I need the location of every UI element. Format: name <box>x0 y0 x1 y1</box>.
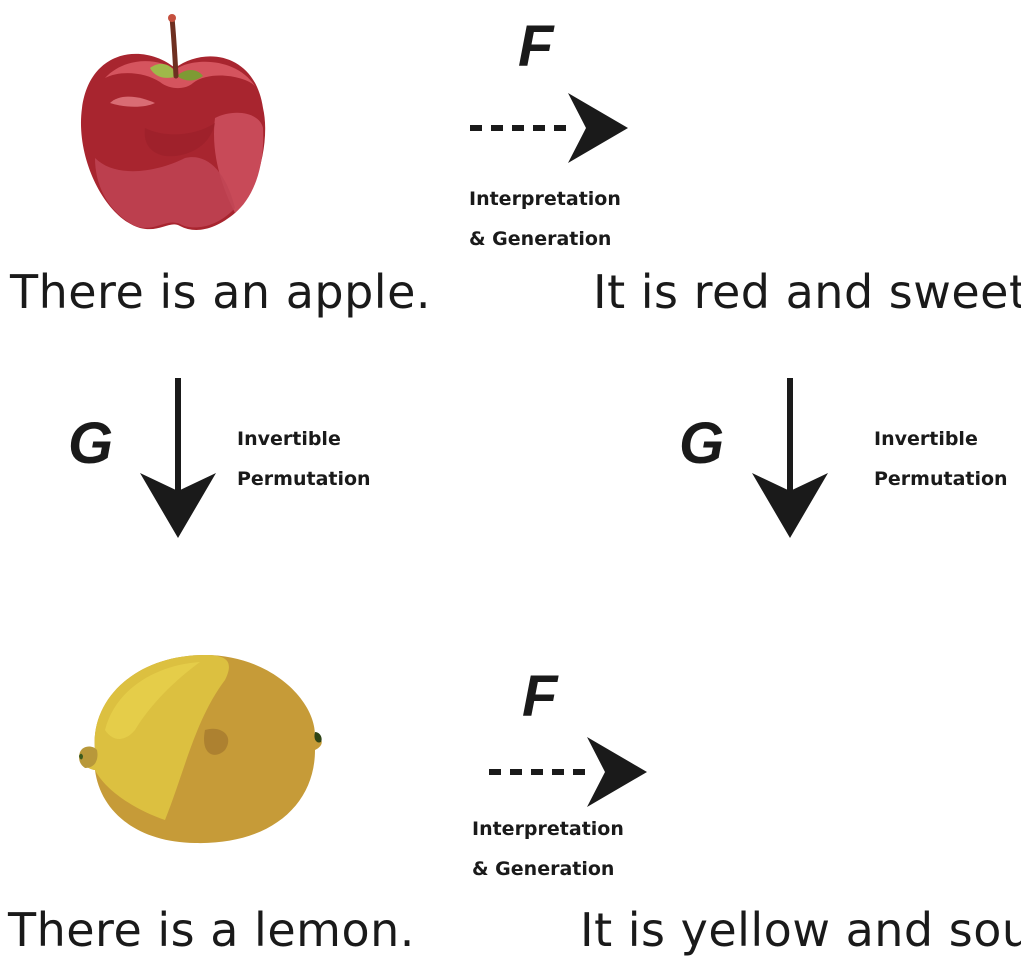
function-g-left: G <box>68 411 114 476</box>
function-g-right: G <box>679 411 725 476</box>
f-label-bottom-line2: & Generation <box>472 858 615 880</box>
apple-interpretation-sentence: It is red and sweet. <box>593 265 1021 319</box>
g-label-left-line2: Permutation <box>237 468 371 490</box>
g-label-right-line1: Invertible <box>874 428 978 450</box>
dashed-right-arrow-bottom <box>489 737 647 807</box>
f-label-top-line1: Interpretation <box>469 188 621 210</box>
g-label-left-line1: Invertible <box>237 428 341 450</box>
f-label-bottom-line1: Interpretation <box>472 818 624 840</box>
g-label-right-line2: Permutation <box>874 468 1008 490</box>
f-label-top-line2: & Generation <box>469 228 612 250</box>
apple-sentence: There is an apple. <box>10 265 432 319</box>
lemon-sentence: There is a lemon. <box>8 903 415 957</box>
apple-image <box>80 14 266 230</box>
lemon-image <box>79 655 322 844</box>
lemon-interpretation-sentence: It is yellow and sour. <box>580 903 1021 957</box>
down-arrow-right <box>752 378 828 538</box>
function-f-top: F <box>518 14 554 79</box>
down-arrow-left <box>140 378 216 538</box>
function-f-bottom: F <box>522 664 558 729</box>
dashed-right-arrow-top <box>470 93 628 163</box>
